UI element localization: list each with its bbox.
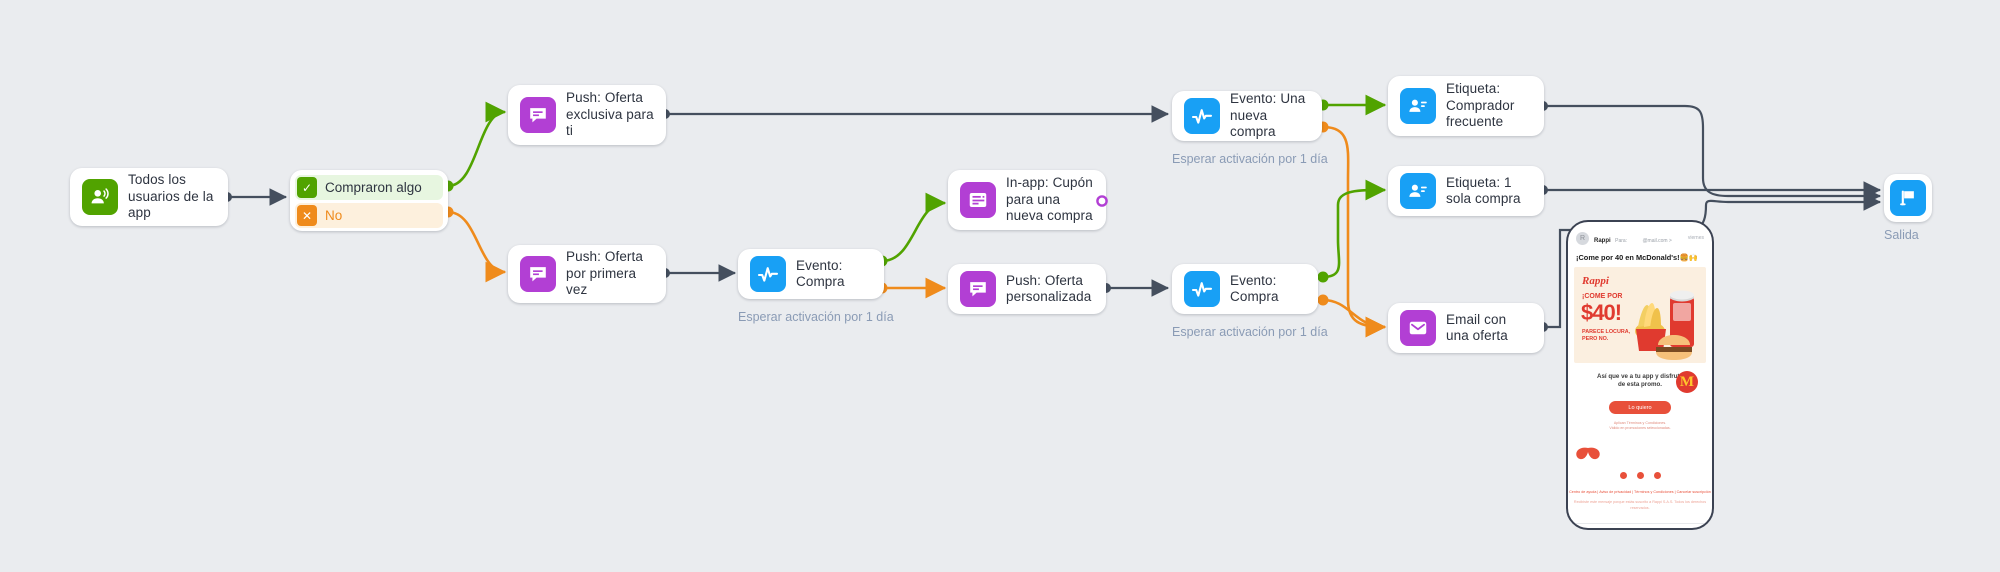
node-tag-single[interactable]: Etiqueta: 1 sola compra: [1388, 166, 1544, 216]
node-label: Push: Oferta por primera vez: [566, 249, 643, 298]
event-pulse-icon: [1184, 98, 1220, 134]
hero-brand: Rappi: [1582, 275, 1609, 287]
node-event-purchase-1[interactable]: Evento: Compra: [738, 249, 884, 299]
check-icon: ✓: [297, 177, 317, 198]
node-label: Push: Oferta exclusiva para ti: [566, 90, 654, 139]
twitter-icon[interactable]: [1653, 472, 1661, 479]
node-decision-bought[interactable]: ✓ Compraron algo ✕ No: [290, 170, 448, 231]
footer-links[interactable]: Centro de ayuda | Aviso de privacidad | …: [1569, 490, 1711, 494]
caption-wait-2: Esperar activación por 1 día: [1172, 152, 1328, 166]
instagram-icon[interactable]: [1636, 472, 1644, 479]
email-preview-phone[interactable]: R Rappi Para: @mail.com > viernes ¡Come …: [1566, 220, 1714, 530]
legal-text: Aplican Términos y Condiciones. Válido e…: [1609, 421, 1671, 430]
node-event-new-purchase[interactable]: Evento: Una nueva compra: [1172, 91, 1322, 141]
node-push-exclusive[interactable]: Push: Oferta exclusiva para ti: [508, 85, 666, 145]
exit-label: Salida: [1884, 228, 1919, 242]
node-label: Evento: Compra: [1230, 272, 1279, 305]
social-icons[interactable]: [1568, 472, 1712, 479]
to-value: @mail.com >: [1642, 238, 1672, 244]
email-body: Así que ve a tu app y disfruta de esta p…: [1568, 363, 1712, 393]
node-exit[interactable]: [1884, 174, 1932, 222]
branch-no[interactable]: ✕ No: [295, 203, 443, 228]
to-label: Para:: [1615, 238, 1628, 244]
hero-amount: $40!: [1581, 300, 1622, 325]
node-push-personalized[interactable]: Push: Oferta personalizada: [948, 264, 1106, 314]
email-hero-banner: Rappi ¡COME POR $40! PARECE LOCURA, PERO…: [1574, 267, 1706, 363]
branch-yes-label: Compraron algo: [325, 180, 422, 195]
email-envelope-icon: [1400, 310, 1436, 346]
caption-wait-1: Esperar activación por 1 día: [738, 310, 894, 324]
node-label: Etiqueta: Comprador frecuente: [1446, 81, 1515, 130]
email-toolbar[interactable]: [1568, 523, 1712, 528]
recipient-row: Para: @mail.com >: [1615, 238, 1672, 244]
tag-person-icon: [1400, 173, 1436, 209]
branch-no-label: No: [325, 208, 343, 223]
in-app-window-icon: [960, 182, 996, 218]
tag-person-icon: [1400, 88, 1436, 124]
hero-line1: ¡COME POR: [1582, 293, 1623, 300]
push-message-icon: [520, 97, 556, 133]
node-inapp-coupon[interactable]: In-app: Cupón para una nueva compra: [948, 170, 1106, 230]
food-illustration: [1635, 290, 1694, 360]
node-label: Evento: Una nueva compra: [1230, 91, 1306, 140]
node-event-purchase-2[interactable]: Evento: Compra: [1172, 264, 1318, 314]
cta-button[interactable]: Lo quiero: [1609, 401, 1671, 414]
node-push-first[interactable]: Push: Oferta por primera vez: [508, 245, 666, 303]
node-tag-frequent[interactable]: Etiqueta: Comprador frecuente: [1388, 76, 1544, 136]
event-pulse-icon: [750, 256, 786, 292]
node-label: Etiqueta: 1 sola compra: [1446, 174, 1521, 207]
branch-yes[interactable]: ✓ Compraron algo: [295, 175, 443, 200]
event-pulse-icon: [1184, 271, 1220, 307]
node-label: Push: Oferta personalizada: [1006, 272, 1092, 305]
push-message-icon: [960, 271, 996, 307]
node-label: Evento: Compra: [796, 257, 845, 290]
footer-note: Recibiste este mensaje porque estás susc…: [1573, 500, 1707, 510]
facebook-icon[interactable]: [1619, 472, 1627, 479]
mcdonalds-logo: M: [1676, 371, 1698, 393]
avatar: R: [1576, 231, 1589, 245]
node-label: Email con una oferta: [1446, 311, 1508, 344]
node-label: Todos los usuarios de la app: [128, 172, 214, 221]
email-subject: ¡Come por 40 en McDonald's!🍔🙌: [1576, 253, 1699, 262]
body-text: Así que ve a tu app y disfruta de esta p…: [1597, 373, 1683, 388]
users-icon: [82, 179, 118, 215]
node-label: In-app: Cupón para una nueva compra: [1006, 175, 1093, 224]
cross-icon: ✕: [297, 205, 317, 226]
node-audience[interactable]: Todos los usuarios de la app: [70, 168, 228, 226]
rappi-moustache-logo: [1576, 447, 1600, 460]
node-email-offer[interactable]: Email con una oferta: [1388, 303, 1544, 353]
push-message-icon: [520, 256, 556, 292]
exit-flag-icon: [1890, 180, 1926, 216]
hero-line3: PARECE LOCURA, PERO NO.: [1582, 329, 1631, 342]
email-header: R Rappi Para: @mail.com > viernes: [1568, 222, 1712, 250]
sender-name: Rappi: [1594, 238, 1611, 244]
caption-wait-3: Esperar activación por 1 día: [1172, 325, 1328, 339]
email-day: viernes: [1687, 235, 1704, 241]
